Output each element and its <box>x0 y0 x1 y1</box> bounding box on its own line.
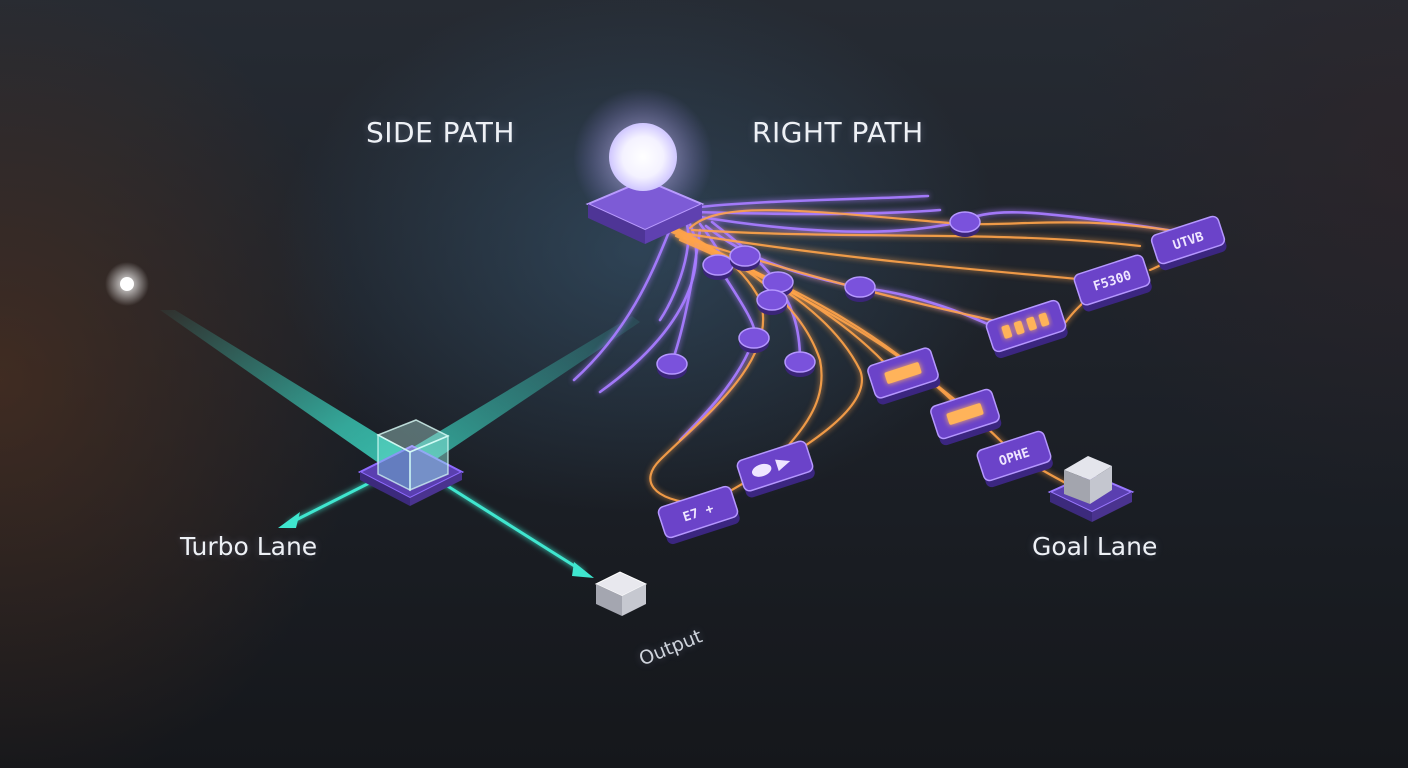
chip-c4: OPHE <box>976 430 1053 488</box>
turbo-lane-label: Turbo Lane <box>180 532 318 561</box>
chip-c6 <box>867 347 941 405</box>
node-5 <box>784 351 816 373</box>
chip-c1-top <box>1150 215 1226 265</box>
arrow-turbo-lane <box>278 512 300 528</box>
node-7 <box>949 211 981 233</box>
node-6 <box>844 276 876 298</box>
chip-c8-glyph-a <box>751 463 772 477</box>
arrow-output <box>572 562 594 578</box>
chip-c1: UTVB <box>1150 215 1227 271</box>
chip-c6-bar <box>884 362 922 384</box>
chip-c5: E7 + <box>657 485 740 545</box>
wire-purple-3 <box>688 194 930 210</box>
chip-c8-glyph-b <box>775 459 791 472</box>
node-layer <box>656 211 981 379</box>
right-path-label: RIGHT PATH <box>752 116 924 149</box>
chip-c3-bar-3 <box>1038 312 1050 327</box>
chip-c3 <box>985 299 1068 359</box>
goal-cube <box>1047 456 1135 522</box>
node-1 <box>729 245 761 267</box>
goal-lane-label: Goal Lane <box>1032 532 1158 561</box>
beam-from-side <box>400 316 640 470</box>
chip-c7-bar <box>946 403 984 425</box>
chip-c8-top <box>736 440 814 492</box>
chip-c2-top <box>1073 254 1151 306</box>
chip-c7 <box>930 388 1002 446</box>
node-2 <box>762 271 794 293</box>
side-path-label: SIDE PATH <box>366 116 515 149</box>
chip-c4-top <box>976 430 1052 482</box>
chip-c3-bar-2 <box>1026 316 1037 331</box>
prism-cube <box>357 419 465 506</box>
chip-c2: F5300 <box>1073 254 1152 312</box>
output-cube <box>594 571 648 616</box>
wire-purple-5 <box>692 214 962 233</box>
light-dot <box>120 277 134 291</box>
source-hub <box>573 88 713 244</box>
wire-orange-8 <box>690 228 1142 248</box>
chip-c8 <box>736 440 815 498</box>
chip-c3-bar-1 <box>1013 320 1025 335</box>
beam-to-output <box>429 473 585 574</box>
chip-c3-bar-0 <box>1001 324 1013 339</box>
orb <box>609 123 677 191</box>
node-8 <box>656 353 688 375</box>
wire-orange-7 <box>686 232 1114 284</box>
wire-purple-13 <box>678 336 756 442</box>
node-4 <box>738 327 770 349</box>
node-3 <box>756 289 788 311</box>
beam-from-light <box>160 310 420 478</box>
chip-c5-top <box>657 485 739 539</box>
node-0 <box>702 254 734 276</box>
